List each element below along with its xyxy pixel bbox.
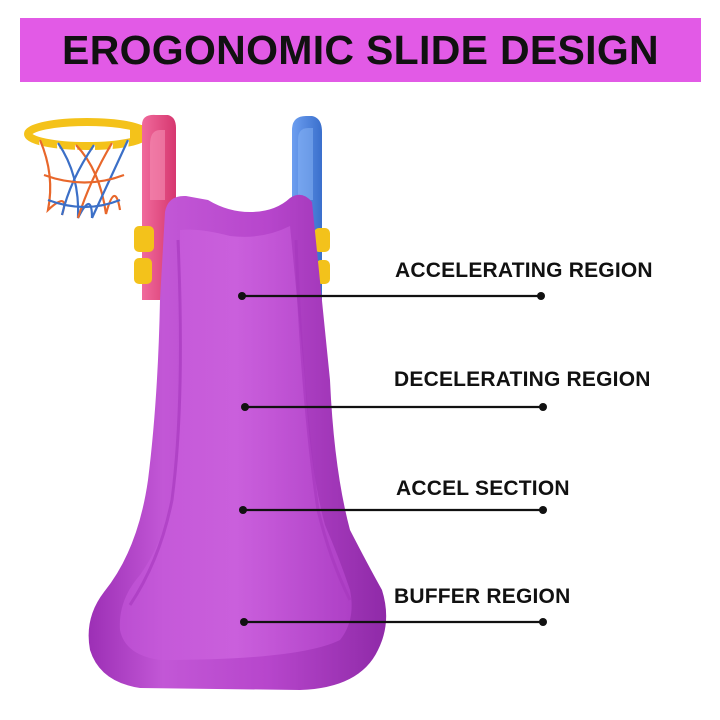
callout-dot-end-3 <box>539 506 547 514</box>
callout-label-accelerating-region: ACCELERATING REGION <box>395 259 653 282</box>
callout-dot-start-2 <box>241 403 249 411</box>
callout-dot-end-2 <box>539 403 547 411</box>
yellow-connectors <box>134 226 330 284</box>
callout-dot-start-3 <box>239 506 247 514</box>
callout-dot-end-4 <box>539 618 547 626</box>
title-banner: EROGONOMIC SLIDE DESIGN <box>20 18 701 82</box>
callout-dot-start-1 <box>238 292 246 300</box>
callout-dot-start-4 <box>240 618 248 626</box>
callout-dot-end-1 <box>537 292 545 300</box>
callout-label-accel-section: ACCEL SECTION <box>396 477 570 500</box>
callout-label-buffer-region: BUFFER REGION <box>394 585 571 608</box>
basketball-hoop <box>24 118 150 219</box>
hoop-net <box>38 139 130 219</box>
callout-label-decelerating-region: DECELERATING REGION <box>394 368 651 391</box>
banner-title: EROGONOMIC SLIDE DESIGN <box>62 26 659 73</box>
